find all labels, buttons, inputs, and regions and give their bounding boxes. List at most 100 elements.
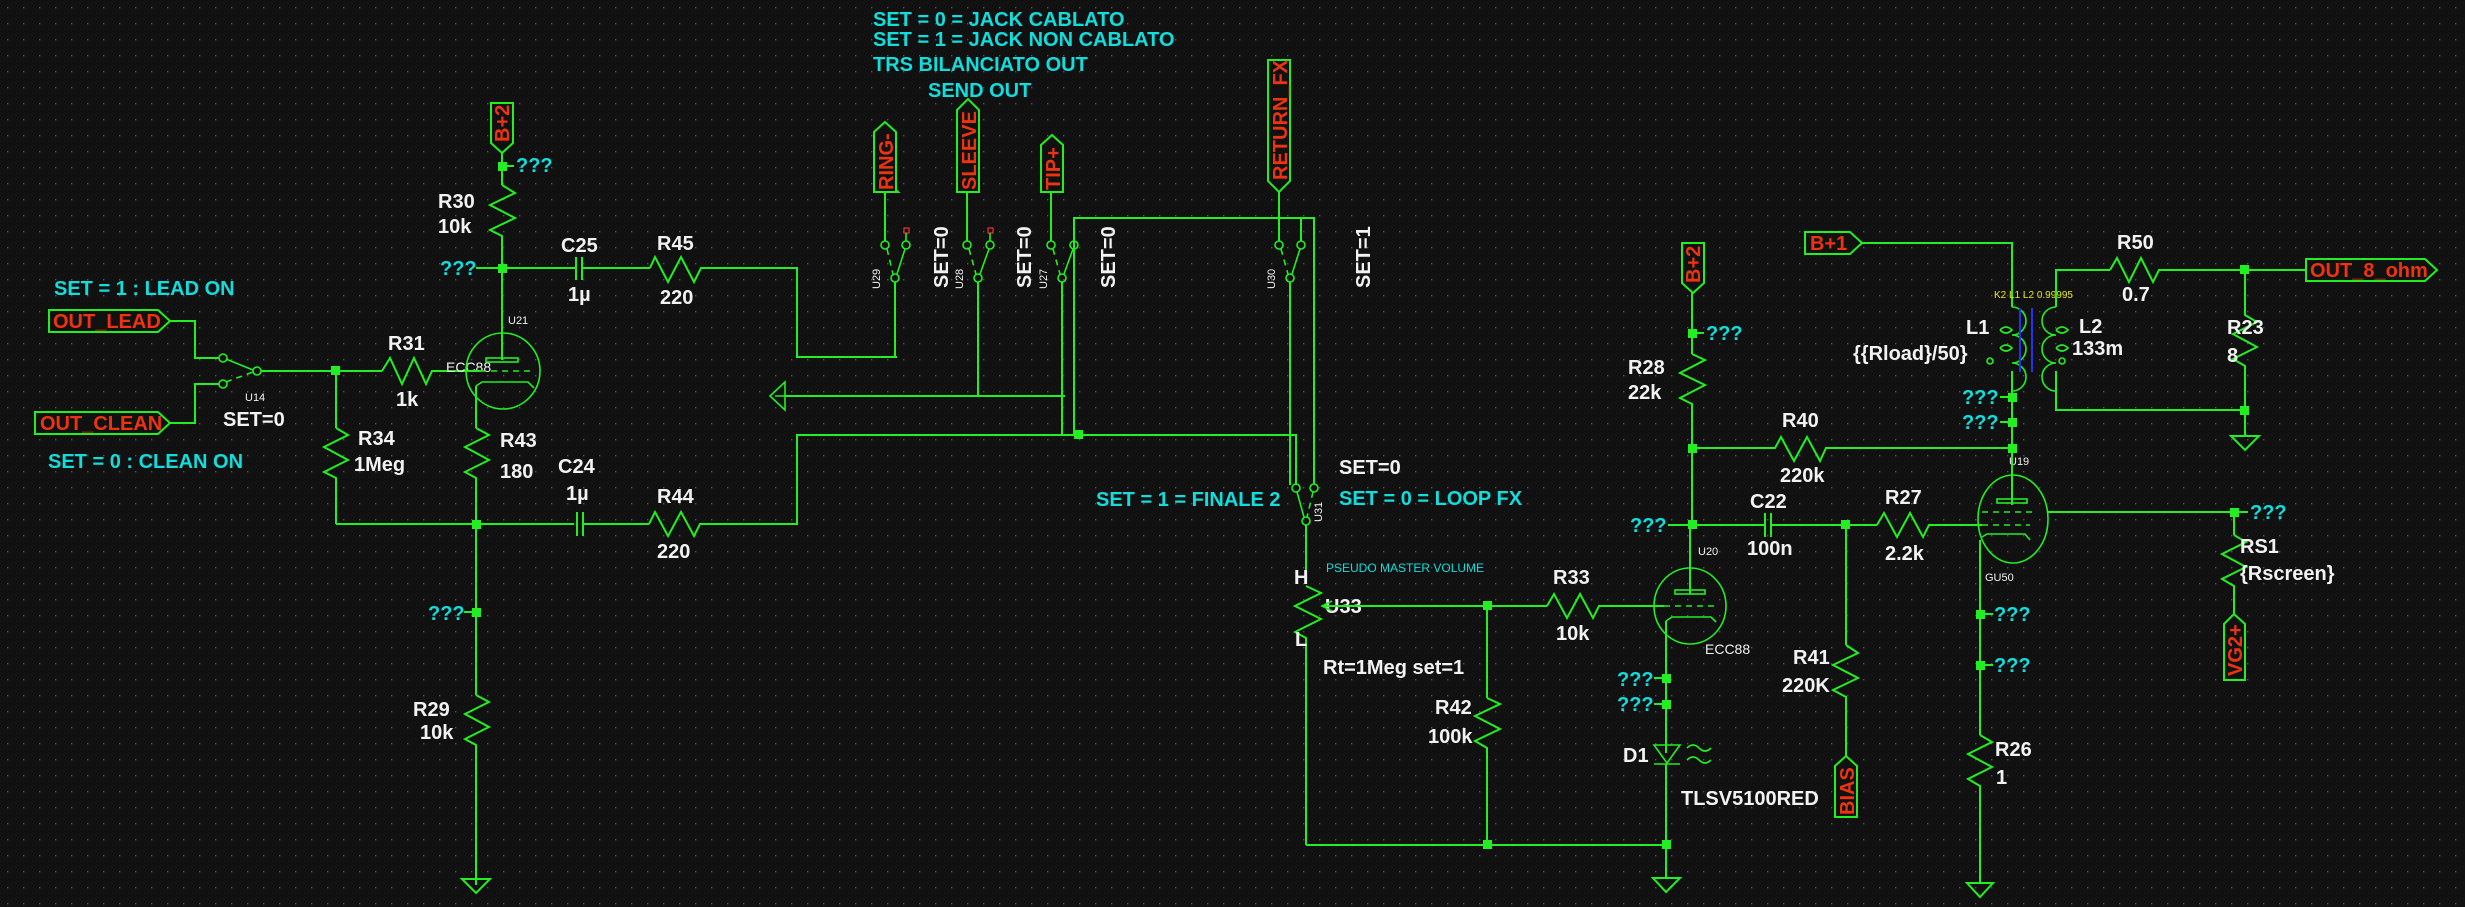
led-d1[interactable]: D1 TLSV5100RED [1623, 744, 1819, 810]
svg-text:VG2+: VG2+ [2225, 624, 2247, 676]
svg-text:0.7: 0.7 [2122, 284, 2150, 306]
switch-u29[interactable]: U29 SET=0 [871, 192, 953, 357]
switch-u28[interactable]: U28 SET=0 [954, 192, 1036, 396]
junction [1688, 329, 1697, 338]
wire [1862, 242, 2013, 307]
probe: ??? [1706, 323, 1743, 345]
resistor-r23[interactable]: R23 8 [2227, 270, 2264, 436]
resistor-r27[interactable]: R27 2.2k [1876, 487, 1975, 565]
svg-text:D1: D1 [1623, 745, 1649, 767]
net-label-out-clean[interactable]: OUT_CLEAN [34, 411, 172, 435]
switch-u30[interactable]: U30 SET=1 [1266, 192, 1375, 485]
capacitor-c25[interactable]: C25 1µ [561, 235, 650, 306]
svg-text:K2 L1 L2 0.99995: K2 L1 L2 0.99995 [1994, 290, 2073, 301]
note-jack-set1: SET = 1 = JACK NON CABLATO [873, 29, 1175, 51]
resistor-r30[interactable]: R30 10k [438, 184, 518, 268]
svg-text:B+1: B+1 [1810, 233, 1847, 255]
l2-name: L2 [2079, 316, 2102, 338]
resistor-rs1[interactable]: RS1 {Rscreen} [2219, 534, 2335, 614]
probe: ??? [1962, 387, 1999, 409]
transformer-l1-l2[interactable]: K2 L1 L2 0.99995 L1 {{Rload}/50} L2 133m [1853, 290, 2123, 392]
probe: ??? [1962, 412, 1999, 434]
svg-text:R26: R26 [1995, 739, 2032, 761]
net-label-sleeve[interactable]: SLEEVE [956, 97, 981, 193]
svg-text:GU50: GU50 [1985, 572, 2014, 584]
resistor-r40[interactable]: R40 220k [1692, 410, 2012, 487]
wire [2055, 269, 2110, 307]
resistor-r41[interactable]: R41 220K [1782, 644, 1861, 756]
svg-text:C25: C25 [561, 235, 598, 257]
net-label-bplus1[interactable]: B+1 [1804, 231, 1864, 255]
svg-text:RING-: RING- [876, 133, 898, 190]
note-finale2: SET = 1 = FINALE 2 [1096, 489, 1281, 511]
svg-text:SET=0: SET=0 [1339, 457, 1401, 479]
net-label-bplus2-right[interactable]: B+2 [1681, 242, 1705, 295]
svg-text:220k: 220k [1780, 465, 1825, 487]
svg-text:SLEEVE: SLEEVE [959, 111, 981, 190]
svg-text:TIP+: TIP+ [1043, 147, 1065, 190]
svg-text:{Rscreen}: {Rscreen} [2240, 563, 2335, 585]
junction [1662, 674, 1671, 683]
net-label-ring[interactable]: RING- [873, 120, 901, 193]
capacitor-c24[interactable]: C24 1µ [558, 456, 649, 536]
svg-text:R23: R23 [2227, 317, 2264, 339]
svg-text:R50: R50 [2117, 232, 2154, 254]
resistor-r42[interactable]: R42 100k [1428, 697, 1503, 845]
u14-ref: U14 [245, 392, 265, 404]
svg-text:SET=0: SET=0 [931, 226, 953, 288]
resistor-r43[interactable]: R43 180 [462, 427, 537, 524]
svg-text:U19: U19 [2009, 456, 2029, 468]
wire [1654, 677, 1662, 705]
svg-text:8: 8 [2227, 345, 2238, 367]
junction [1976, 610, 1985, 619]
svg-text:U20: U20 [1698, 546, 1718, 558]
resistor-r50[interactable]: R50 0.7 [2109, 232, 2245, 306]
resistor-r33[interactable]: R33 10k [1546, 567, 1659, 645]
svg-text:Rt=1Meg set=1: Rt=1Meg set=1 [1323, 657, 1464, 679]
wire [2055, 371, 2245, 411]
probe: ??? [1630, 515, 1667, 537]
resistor-r29[interactable]: R29 10k [413, 694, 492, 885]
net-label-tip[interactable]: TIP+ [1040, 133, 1065, 193]
note-loop-fx: SET = 0 = LOOP FX [1339, 488, 1523, 510]
junction [472, 608, 481, 617]
svg-text:U21: U21 [508, 315, 528, 327]
net-label-bias[interactable]: BIAS [1834, 754, 1859, 818]
resistor-r34[interactable]: R34 1Meg [321, 427, 405, 524]
junction [1483, 840, 1492, 849]
resistor-r44[interactable]: R44 220 [648, 434, 1077, 563]
svg-text:U30: U30 [1266, 269, 1278, 289]
net-label-vg2[interactable]: VG2+ [2223, 612, 2247, 681]
junction [2240, 265, 2249, 274]
junction [1662, 700, 1671, 709]
svg-text:1Meg: 1Meg [354, 454, 405, 476]
resistor-r26[interactable]: R26 1 [1965, 734, 2032, 883]
net-label-out-lead[interactable]: OUT_LEAD [48, 309, 172, 333]
junction [1483, 601, 1492, 610]
tube-u20[interactable]: U20 ECC88 [1653, 525, 1750, 753]
svg-text:100k: 100k [1428, 726, 1473, 748]
note-lead-on: SET = 1 : LEAD ON [54, 278, 235, 300]
capacitor-c22[interactable]: C22 100n [1692, 491, 1877, 560]
l1-value: {{Rload}/50} [1853, 343, 1968, 365]
net-label-bplus2-left[interactable]: B+2 [490, 102, 514, 155]
net-label-out-8-ohm[interactable]: OUT_8_ohm [2305, 258, 2439, 282]
wire [2000, 396, 2008, 423]
svg-text:U31: U31 [1313, 502, 1325, 522]
probe: ??? [440, 258, 477, 280]
resistor-r31[interactable]: R31 1k [381, 333, 465, 411]
resistor-r28[interactable]: R28 22k [1628, 353, 1708, 448]
l1-name: L1 [1966, 317, 1989, 339]
svg-text:R44: R44 [657, 486, 695, 508]
svg-text:SET=0: SET=0 [1014, 226, 1036, 288]
svg-text:OUT_CLEAN: OUT_CLEAN [40, 413, 162, 435]
net-label-return-fx[interactable]: RETURN_FX [1267, 59, 1292, 194]
svg-text:2.2k: 2.2k [1885, 543, 1925, 565]
potentiometer-u33[interactable]: H L U33 Rt=1Meg set=1 [1292, 567, 1464, 845]
probe: ??? [1994, 655, 2031, 677]
resistor-r45[interactable]: R45 220 [649, 233, 897, 358]
svg-text:U27: U27 [1038, 269, 1050, 289]
tube-u19[interactable]: U19 GU50 [1977, 448, 2049, 735]
svg-text:L: L [1295, 629, 1307, 651]
